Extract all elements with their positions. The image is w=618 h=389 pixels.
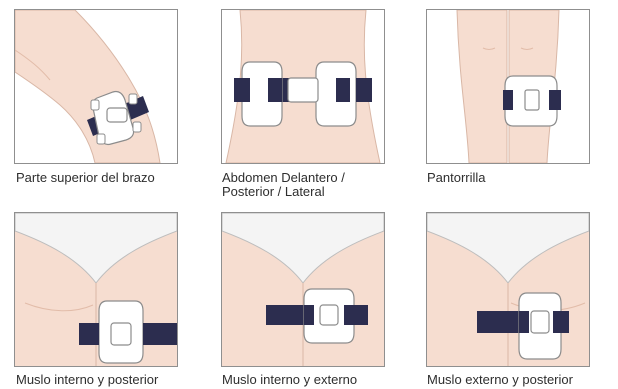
caption-outer-posterior-thigh-text: Muslo externo y posterior [427,372,573,387]
caption-calf-text: Pantorrilla [427,170,486,185]
caption-inner-posterior-thigh: Muslo interno y posterior [16,373,158,387]
caption-calf: Pantorrilla [427,171,486,185]
caption-abdomen-line1: Abdomen Delantero / [222,171,345,185]
caption-inner-outer-thigh-text: Muslo interno y externo [222,372,357,387]
illustration-inner-posterior-thigh [14,212,178,367]
caption-upper-arm: Parte superior del brazo [16,171,155,185]
caption-abdomen-line2: Posterior / Lateral [222,185,345,199]
outer-posterior-thigh-drawing [427,213,589,366]
illustration-inner-outer-thigh [221,212,385,367]
illustration-outer-posterior-thigh [426,212,590,367]
upper-arm-drawing [15,10,177,163]
caption-upper-arm-text: Parte superior del brazo [16,170,155,185]
caption-outer-posterior-thigh: Muslo externo y posterior [427,373,573,387]
inner-outer-thigh-drawing [222,213,384,366]
caption-abdomen: Abdomen Delantero / Posterior / Lateral [222,171,345,199]
inner-posterior-thigh-drawing [15,213,177,366]
caption-inner-posterior-thigh-text: Muslo interno y posterior [16,372,158,387]
abdomen-drawing [222,10,384,163]
calf-drawing [427,10,589,163]
illustration-upper-arm [14,9,178,164]
caption-inner-outer-thigh: Muslo interno y externo [222,373,357,387]
illustration-abdomen [221,9,385,164]
illustration-calf [426,9,590,164]
